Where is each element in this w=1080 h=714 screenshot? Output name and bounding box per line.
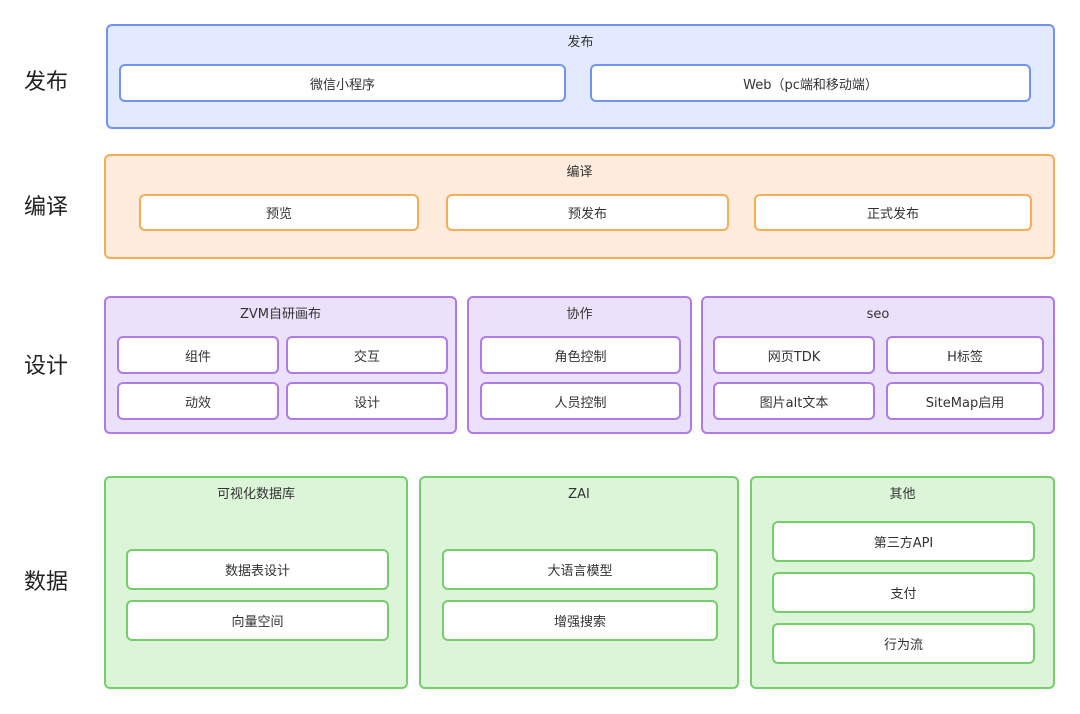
row-label-data: 数据 [24,570,69,595]
data-other-title: 其他 [889,487,916,502]
vector-space-box: 向量空间 [126,600,389,641]
design-seo-panel: seo 网页TDK H标签 图片alt文本 SiteMap启用 [701,296,1055,434]
data-zai-title: ZAI [568,487,590,502]
design-canvas-title: ZVM自研画布 [239,307,321,322]
design-collab-panel: 协作 角色控制 人员控制 [467,296,692,434]
compile-panel-title: 编译 [566,165,593,180]
data-zai-panel: ZAI 大语言模型 增强搜索 [419,476,739,689]
third-party-api-box: 第三方API [772,521,1035,562]
data-db-title: 可视化数据库 [216,487,295,502]
animation-box: 动效 [117,382,279,420]
prerelease-box: 预发布 [446,194,729,231]
sitemap-box: SiteMap启用 [886,382,1044,420]
component-box: 组件 [117,336,279,374]
member-control-box: 人员控制 [480,382,681,420]
release-box: 正式发布 [754,194,1032,231]
design-canvas-panel: ZVM自研画布 组件 交互 动效 设计 [104,296,457,434]
design-collab-title: 协作 [566,307,593,322]
design-seo-title: seo [866,307,890,322]
llm-box: 大语言模型 [442,549,718,590]
design-box: 设计 [286,382,448,420]
enhanced-search-box: 增强搜索 [442,600,718,641]
payment-box: 支付 [772,572,1035,613]
publish-panel-title: 发布 [567,35,594,50]
web-box: Web（pc端和移动端） [590,64,1031,102]
behavior-flow-box: 行为流 [772,623,1035,664]
publish-panel: 发布 微信小程序 Web（pc端和移动端） [106,24,1055,129]
compile-panel: 编译 预览 预发布 正式发布 [104,154,1055,259]
row-label-compile: 编译 [24,195,69,220]
data-db-panel: 可视化数据库 数据表设计 向量空间 [104,476,408,689]
interaction-box: 交互 [286,336,448,374]
role-control-box: 角色控制 [480,336,681,374]
row-label-publish: 发布 [24,70,69,95]
image-alt-box: 图片alt文本 [713,382,875,420]
tdk-box: 网页TDK [713,336,875,374]
table-design-box: 数据表设计 [126,549,389,590]
preview-box: 预览 [139,194,419,231]
wechat-miniprogram-box: 微信小程序 [119,64,566,102]
row-label-design: 设计 [24,354,69,379]
data-other-panel: 其他 第三方API 支付 行为流 [750,476,1055,689]
h-tag-box: H标签 [886,336,1044,374]
